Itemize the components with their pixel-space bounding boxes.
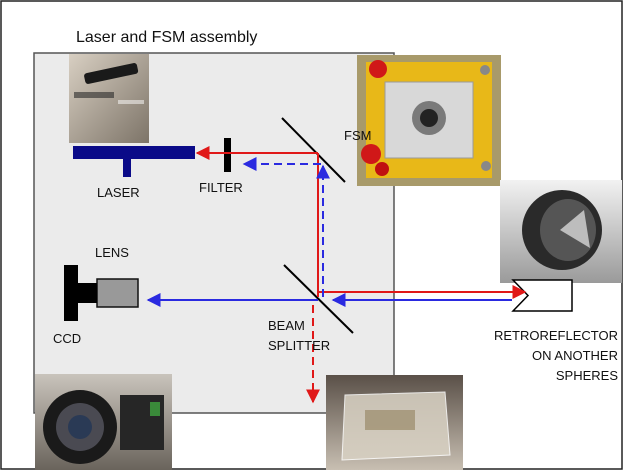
fsm-label: FSM bbox=[344, 128, 371, 143]
beam-splitter-label-line2: SPLITTER bbox=[268, 338, 330, 353]
beam-splitter-plate bbox=[283, 264, 354, 334]
lens-label: LENS bbox=[95, 245, 129, 260]
retroreflector-label-line1: RETROREFLECTOR bbox=[494, 328, 618, 343]
laser-body bbox=[73, 146, 195, 177]
beam-splitter-label-line1: BEAM bbox=[268, 318, 305, 333]
fsm-mirror bbox=[281, 117, 346, 183]
beam-splitter-cube-photo bbox=[326, 375, 463, 470]
laser-photo bbox=[69, 54, 149, 143]
retroreflector-photo bbox=[500, 180, 622, 283]
laser-label: LASER bbox=[97, 185, 140, 200]
lens-element bbox=[96, 278, 139, 308]
filter-element bbox=[224, 138, 231, 172]
fsm-photo bbox=[357, 55, 501, 186]
filter-label: FILTER bbox=[199, 180, 243, 195]
ccd-label: CCD bbox=[53, 331, 81, 346]
ccd-camera-photo bbox=[35, 374, 172, 470]
ccd-sensor bbox=[64, 265, 97, 321]
retroreflector-label-line2: ON ANOTHER bbox=[532, 348, 618, 363]
assembly-title: Laser and FSM assembly bbox=[76, 29, 257, 46]
retroreflector-label-line3: SPHERES bbox=[556, 368, 618, 383]
